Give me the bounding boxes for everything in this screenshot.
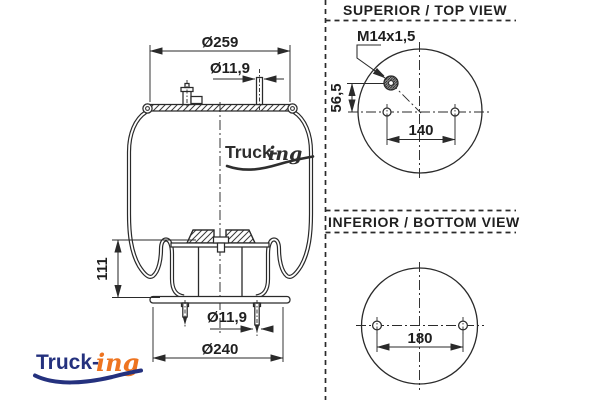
logo-brand-bold: Truck- (36, 351, 99, 374)
dim-vertical-offset: 56,5 (328, 82, 384, 113)
dim-stud-bottom-label: Ø11,9 (207, 309, 247, 326)
m14-leader (356, 44, 386, 79)
dim-hole-spacing-bottom: 180 (376, 330, 464, 352)
dim-hole-spacing-top-label: 140 (408, 122, 433, 139)
bellows-outline (126, 110, 314, 299)
top-view: SUPERIOR / TOP VIEW M14x1,5 56,5 140 (328, 2, 507, 181)
dim-hole-spacing-top: 140 (386, 117, 456, 145)
top-view-circle (357, 48, 483, 174)
dim-vertical-offset-label: 56,5 (328, 83, 345, 112)
bottom-view-title: INFERIOR / BOTTOM VIEW (328, 214, 520, 230)
dim-stud-top: Ø11,9 (210, 60, 284, 83)
plate-bead-right (287, 103, 298, 114)
brand-logo: Truck- ing (33, 348, 143, 385)
watermark-swoosh (225, 155, 315, 171)
panel-borders (324, 0, 516, 400)
diagonal-centerline (376, 68, 422, 114)
m14-label: M14x1,5 (357, 28, 415, 45)
air-valve-fitting (180, 80, 203, 108)
side-view: Ø259 Ø11,9 111 Ø11,9 Ø240 (94, 34, 315, 362)
dim-hole-spacing-bottom-label: 180 (407, 330, 432, 347)
watermark-brand-bold: Truck- (225, 142, 278, 162)
logo-swoosh (33, 368, 143, 385)
dim-base-diameter: Ø240 (152, 307, 284, 362)
top-plate (142, 103, 298, 114)
top-view-title: SUPERIOR / TOP VIEW (343, 2, 507, 18)
bottom-plate (149, 295, 291, 304)
top-stud (255, 69, 264, 110)
plate-bead-left (142, 103, 153, 114)
watermark-logo: Truck- ing (225, 142, 315, 171)
bottom-studs (180, 300, 262, 336)
dim-piston-height: 111 (94, 239, 196, 299)
dim-stud-bottom: Ø11,9 (207, 309, 274, 333)
bottom-view: INFERIOR / BOTTOM VIEW 180 (328, 214, 520, 390)
dim-piston-height-label: 111 (94, 257, 111, 280)
dim-plate-diameter: Ø259 (149, 34, 291, 102)
piston-center-bolt (212, 236, 230, 244)
dim-base-diameter-label: Ø240 (202, 341, 239, 358)
dim-plate-diameter-label: Ø259 (202, 34, 239, 51)
dim-stud-top-label: Ø11,9 (210, 60, 250, 77)
